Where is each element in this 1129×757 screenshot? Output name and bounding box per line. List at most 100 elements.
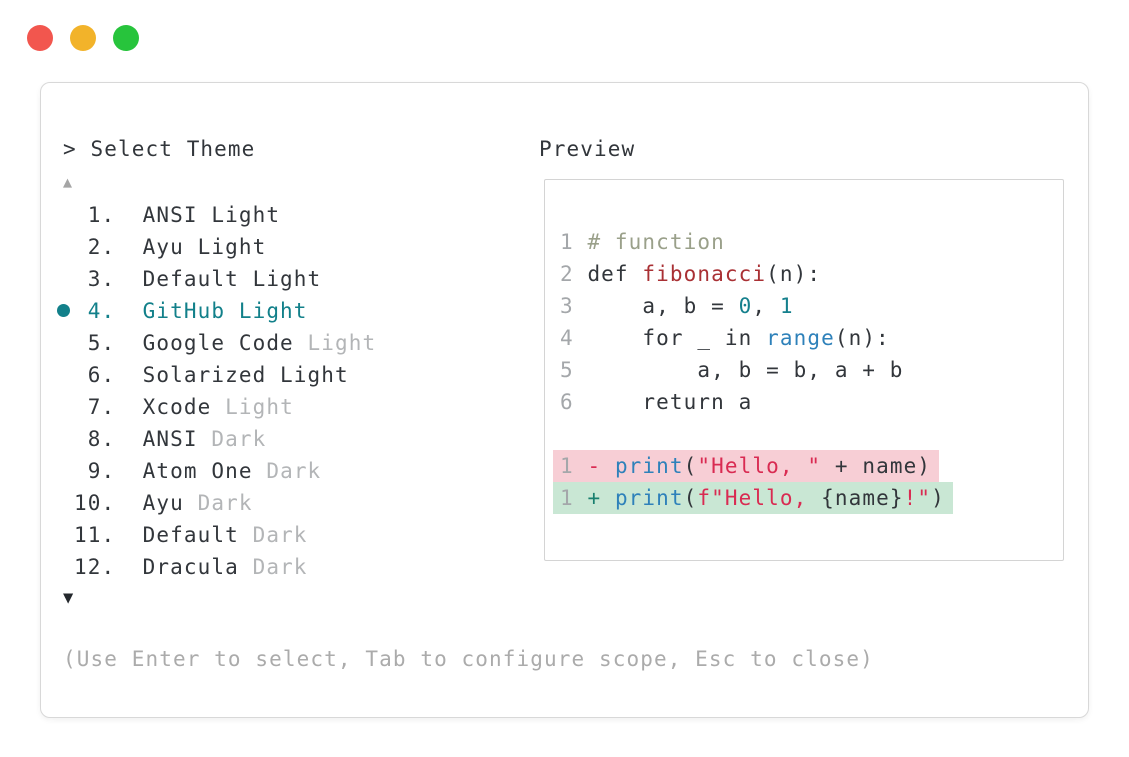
minimize-button[interactable] xyxy=(70,25,96,51)
theme-name: Dracula Dark xyxy=(143,555,308,579)
code-segment: - xyxy=(587,454,615,478)
theme-item[interactable]: 7. Xcode Light xyxy=(41,391,548,423)
code-segment: 1 xyxy=(779,294,794,318)
selected-indicator-icon xyxy=(57,304,70,317)
diff-line-removed: 1- print("Hello, " + name) xyxy=(553,450,940,482)
code-segment: print xyxy=(614,454,684,478)
line-number: 2 xyxy=(560,262,574,286)
theme-item[interactable]: 11. Default Dark xyxy=(41,519,548,551)
theme-name: Solarized Light xyxy=(143,363,349,387)
theme-number: 1. xyxy=(74,203,116,227)
theme-name: ANSI Dark xyxy=(143,427,267,451)
code-segment: Dark xyxy=(252,555,308,579)
code-segment: !" xyxy=(903,486,932,510)
code-segment: Ayu xyxy=(142,491,198,515)
code-segment: return a xyxy=(587,390,753,414)
code-segment: Dark xyxy=(197,491,253,515)
code-line: 5 a, b = b, a + b xyxy=(553,354,912,386)
theme-number: 2. xyxy=(74,235,116,259)
theme-item[interactable]: 4.GitHub Light xyxy=(41,295,548,327)
theme-item[interactable]: 9. Atom One Dark xyxy=(41,455,548,487)
theme-name: Atom One Dark xyxy=(143,459,322,483)
code-segment: (n): xyxy=(766,262,822,286)
theme-item[interactable]: 2. Ayu Light xyxy=(41,231,548,263)
theme-name: Google Code Light xyxy=(143,331,377,355)
theme-name: ANSI Light xyxy=(143,203,280,227)
diff-line-added: 1 + print(f"Hello, {name}!") xyxy=(553,482,953,514)
theme-number: 5. xyxy=(74,331,116,355)
line-number: 1 xyxy=(560,454,574,478)
code-segment: print xyxy=(614,486,684,510)
scroll-up-icon[interactable]: ▲ xyxy=(63,173,74,191)
line-number: 3 xyxy=(560,294,574,318)
code-segment: Light xyxy=(307,331,377,355)
theme-item[interactable]: 6. Solarized Light xyxy=(41,359,548,391)
code-segment: Solarized Light xyxy=(142,363,349,387)
theme-picker-dialog: > Select Theme Preview ▲ 1.ANSI Light 2.… xyxy=(40,82,1089,718)
window-controls xyxy=(27,25,139,51)
close-button[interactable] xyxy=(27,25,53,51)
theme-name: Ayu Dark xyxy=(143,491,253,515)
line-number: 1 xyxy=(560,230,574,254)
theme-number: 11. xyxy=(74,523,116,547)
code-line: 3 a, b = 0, 1 xyxy=(553,290,802,322)
scroll-down-icon[interactable]: ▼ xyxy=(63,588,75,608)
line-number: 5 xyxy=(560,358,574,382)
theme-number: 8. xyxy=(74,427,116,451)
code-segment: Google Code xyxy=(142,331,308,355)
line-number: 4 xyxy=(560,326,574,350)
maximize-button[interactable] xyxy=(113,25,139,51)
code-line: 1# function xyxy=(553,226,733,258)
theme-number: 7. xyxy=(74,395,116,419)
theme-item[interactable]: 1. ANSI Light xyxy=(41,199,548,231)
code-segment: for _ in xyxy=(587,326,767,350)
code-segment: f"Hello, xyxy=(697,486,822,510)
code-segment: ( xyxy=(683,486,698,510)
code-segment: , xyxy=(752,294,780,318)
code-segment: "Hello, " xyxy=(697,454,822,478)
line-number: 6 xyxy=(560,390,574,414)
code-segment: Dark xyxy=(252,523,308,547)
code-segment: range xyxy=(766,326,835,350)
code-line: 4 for _ in range(n): xyxy=(553,322,898,354)
code-segment: a, b = xyxy=(587,294,739,318)
code-line: 6 return a xyxy=(553,386,760,418)
code-segment: GitHub Light xyxy=(142,299,308,323)
code-segment: (n): xyxy=(834,326,890,350)
diff-preview: 1- print("Hello, " + name)1+ print(f"Hel… xyxy=(553,450,1063,514)
theme-name: Default Light xyxy=(143,267,322,291)
code-segment: def xyxy=(587,262,643,286)
theme-item[interactable]: 3. Default Light xyxy=(41,263,548,295)
theme-number: 10. xyxy=(74,491,116,515)
theme-name: Default Dark xyxy=(143,523,308,547)
preview-title: Preview xyxy=(539,137,636,161)
theme-item[interactable]: 12. Dracula Dark xyxy=(41,551,548,583)
theme-item[interactable]: 10. Ayu Dark xyxy=(41,487,548,519)
line-number: 1 xyxy=(560,486,574,510)
theme-name: Ayu Light xyxy=(143,235,267,259)
code-segment: 0 xyxy=(738,294,753,318)
code-segment: ANSI Light xyxy=(142,203,281,227)
code-segment: Dracula xyxy=(142,555,253,579)
theme-number: 9. xyxy=(74,459,116,483)
theme-number: 3. xyxy=(74,267,116,291)
theme-item[interactable]: 8. ANSI Dark xyxy=(41,423,548,455)
theme-number: 6. xyxy=(74,363,116,387)
code-segment: Xcode xyxy=(142,395,226,419)
code-segment: {name} xyxy=(821,486,904,510)
theme-number: 12. xyxy=(74,555,116,579)
theme-list: 1. ANSI Light 2. Ayu Light 3. Default Light… xyxy=(41,199,548,583)
code-segment: ) xyxy=(931,486,945,510)
theme-name: Xcode Light xyxy=(143,395,294,419)
code-segment: Atom One xyxy=(142,459,267,483)
code-segment: Ayu Light xyxy=(142,235,267,259)
help-text: (Use Enter to select, Tab to configure s… xyxy=(63,647,874,671)
theme-item[interactable]: 5. Google Code Light xyxy=(41,327,548,359)
code-segment: + xyxy=(587,486,615,510)
code-segment: a, b = b, a + b xyxy=(587,358,904,382)
